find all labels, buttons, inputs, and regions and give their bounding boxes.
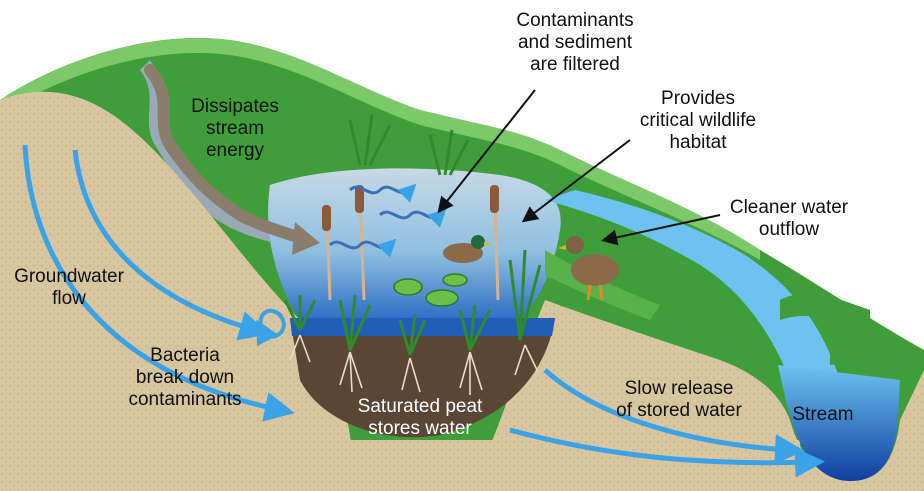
label-cleaner-outflow: Cleaner water outflow	[714, 197, 864, 241]
label-saturated-peat: Saturated peat stores water	[345, 396, 495, 440]
soil-bottom	[300, 440, 800, 491]
label-stream: Stream	[788, 404, 858, 426]
label-wildlife-habitat: Provides critical wildlife habitat	[618, 88, 778, 154]
label-bacteria: Bacteria break down contaminants	[120, 345, 250, 411]
label-contaminants-filtered: Contaminants and sediment are filtered	[495, 10, 655, 76]
label-dissipates-energy: Dissipates stream energy	[180, 96, 290, 162]
label-slow-release: Slow release of stored water	[604, 378, 754, 422]
label-groundwater-flow: Groundwater flow	[14, 266, 124, 310]
